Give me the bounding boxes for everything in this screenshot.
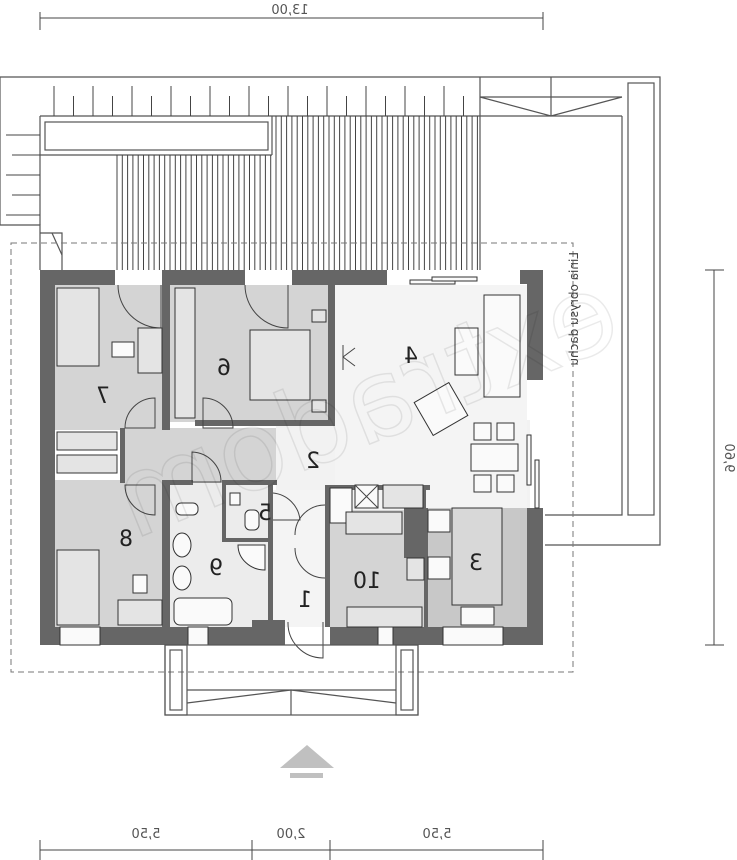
bottom-left-label: 5,50 [132,827,161,842]
room-label-4: 4 [404,344,418,369]
roof-outline [10,242,574,673]
right-dimension: 9,60 [705,269,736,646]
porch [164,644,419,716]
room-label-6: 6 [217,356,231,381]
room-label-8: 8 [119,527,133,552]
top-dimension: 13,00 [39,3,544,30]
room-label-7: 7 [96,384,110,409]
windows [59,276,540,646]
bottom-middle-label: 2,00 [277,827,306,842]
terrace [0,76,661,546]
room-labels: 1 2 3 4 5 6 7 8 9 10 [96,344,483,613]
room-label-10: 10 [353,569,381,594]
right-depth-label: 9,60 [721,444,736,473]
bottom-right-label: 5,50 [423,827,452,842]
room-label-1: 1 [298,588,312,613]
furniture [56,287,521,628]
bottom-dimensions: 5,50 2,00 5,50 [39,827,544,860]
roof-outline-label: Linia obrysu dachu [567,252,581,366]
room-label-3: 3 [469,551,483,576]
room-label-9: 9 [209,556,223,581]
room-label-5: 5 [258,501,272,526]
entry-arrow-icon [280,745,334,778]
top-width-label: 13,00 [271,3,308,18]
room-label-2: 2 [306,449,320,474]
